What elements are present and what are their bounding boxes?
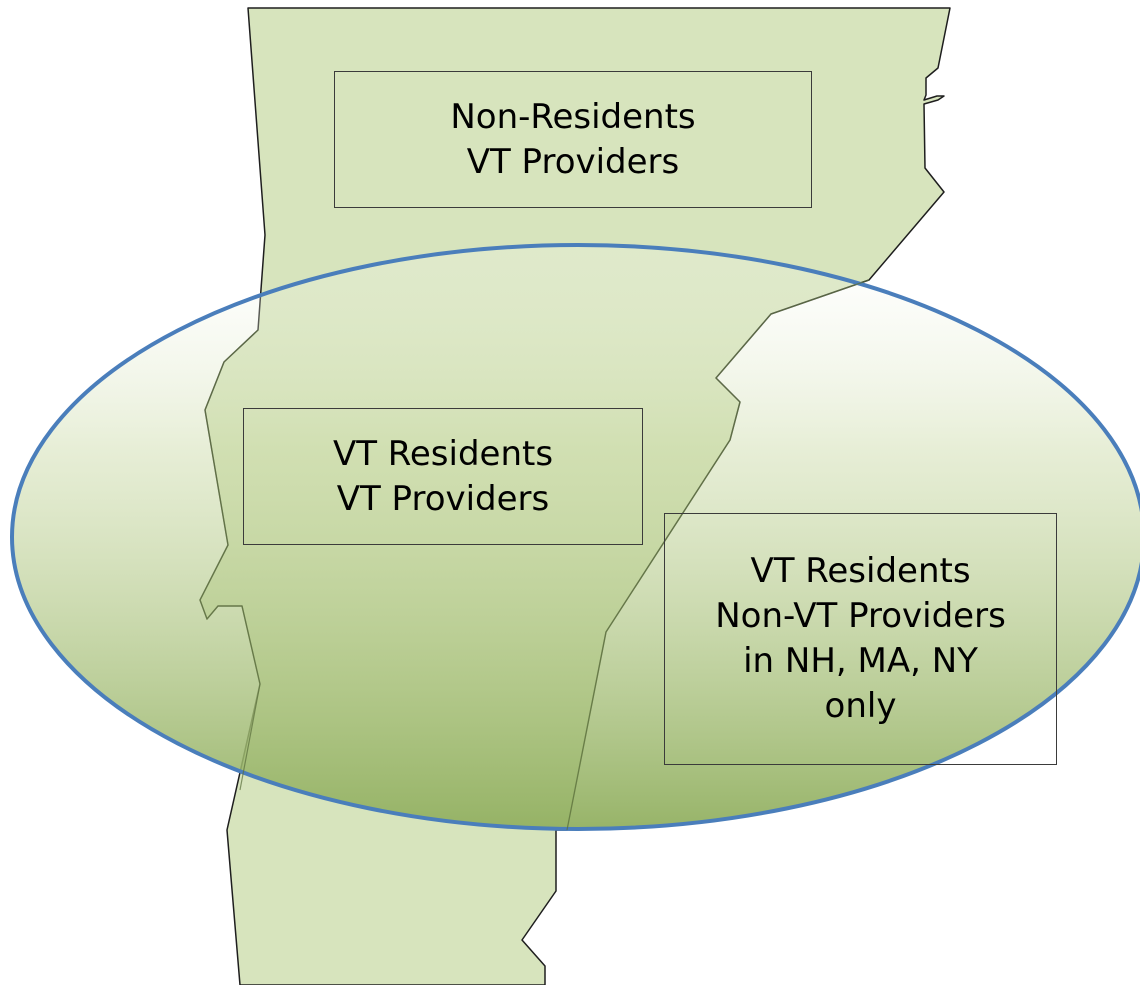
box-line: Non-Residents xyxy=(450,96,696,137)
box-line: VT Residents xyxy=(750,551,971,591)
box-line: in NH, MA, NY xyxy=(743,641,978,681)
vermont-border-west-line xyxy=(199,329,261,791)
box-vt-residents-vt-providers: VT Residents VT Providers xyxy=(243,408,643,545)
vermont-border-east-line xyxy=(566,279,870,831)
box-line: Non-VT Providers xyxy=(715,596,1006,636)
box-line: VT Residents xyxy=(332,433,554,474)
box-nonresidents-vt-providers: Non-Residents VT Providers xyxy=(334,71,812,208)
box-line: only xyxy=(824,686,897,726)
box-vt-residents-non-vt-providers: VT Residents Non-VT Providers in NH, MA,… xyxy=(664,513,1057,765)
box-line: VT Providers xyxy=(336,478,550,519)
box-line: VT Providers xyxy=(466,141,680,182)
vt-residents-ellipse xyxy=(10,243,1140,831)
